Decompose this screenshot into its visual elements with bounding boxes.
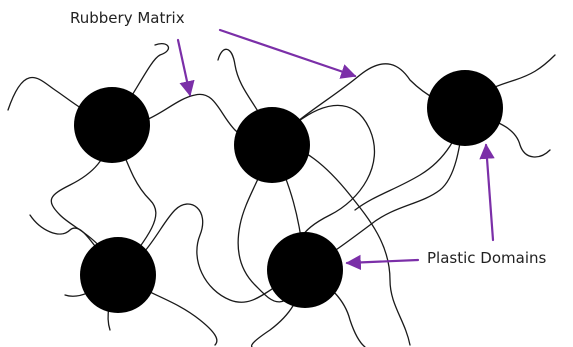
plastic-domain — [267, 232, 343, 308]
rubbery-matrix-arrow-2 — [218, 28, 357, 79]
plastic-domains-arrow-1 — [479, 143, 495, 242]
polymer-chain — [50, 124, 119, 276]
rubbery-matrix-label: Rubbery Matrix — [70, 9, 185, 27]
plastic-domain — [427, 70, 503, 146]
plastic-domains-arrow-2 — [345, 254, 420, 271]
rubbery-matrix-arrow-1 — [176, 38, 195, 97]
polymer-chain — [117, 203, 306, 303]
annotation-arrows — [176, 28, 495, 271]
polymer-chain — [237, 144, 306, 303]
plastic-domains-label: Plastic Domains — [427, 249, 547, 267]
plastic-domain — [234, 107, 310, 183]
plastic-domain — [80, 237, 156, 313]
plastic-domains — [74, 70, 503, 313]
polymer-chain — [304, 107, 466, 271]
plastic-domain — [74, 87, 150, 163]
rubbery-matrix-chains — [7, 43, 556, 347]
polymer-chain — [271, 143, 411, 346]
